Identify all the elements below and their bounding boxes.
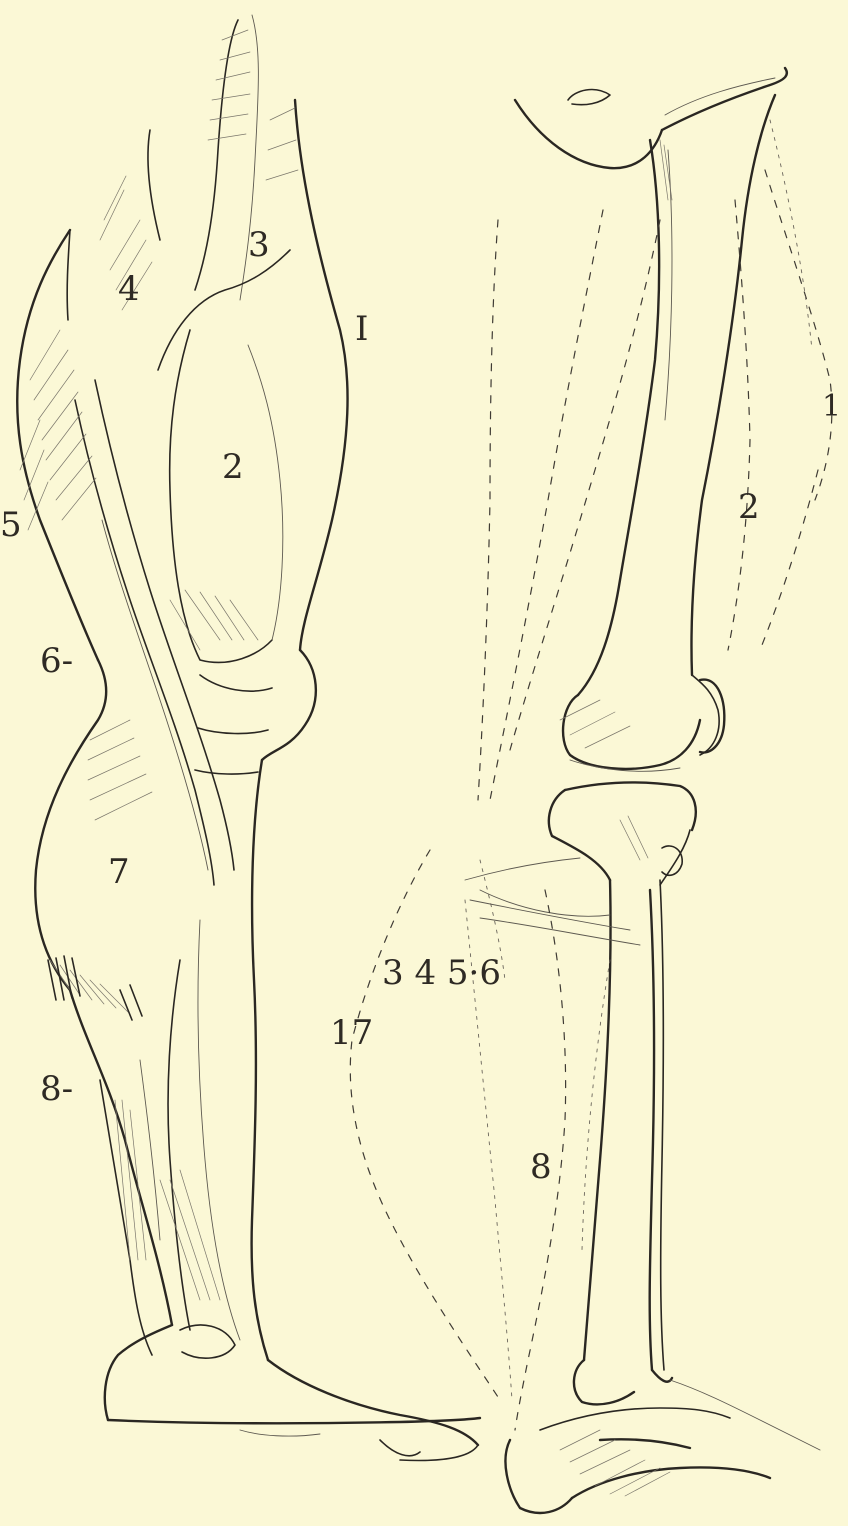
label-right-7: 17 bbox=[330, 1016, 373, 1050]
label-left-7: 7 bbox=[108, 855, 130, 889]
label-right-8: 8 bbox=[530, 1150, 552, 1184]
label-left-2: 2 bbox=[222, 450, 244, 484]
label-left-3: 3 bbox=[248, 228, 270, 262]
label-right-1: 1 bbox=[822, 392, 841, 422]
label-left-8: 8- bbox=[40, 1072, 73, 1106]
label-right-3456: 3 4 5·6 bbox=[382, 956, 501, 990]
label-right-2: 2 bbox=[738, 490, 760, 524]
label-left-4: 4 bbox=[118, 272, 140, 306]
label-left-1: I bbox=[355, 312, 368, 346]
label-left-6: 6- bbox=[40, 644, 73, 678]
label-left-5: 5 bbox=[0, 508, 22, 542]
right-leg-skeleton bbox=[350, 68, 832, 1513]
